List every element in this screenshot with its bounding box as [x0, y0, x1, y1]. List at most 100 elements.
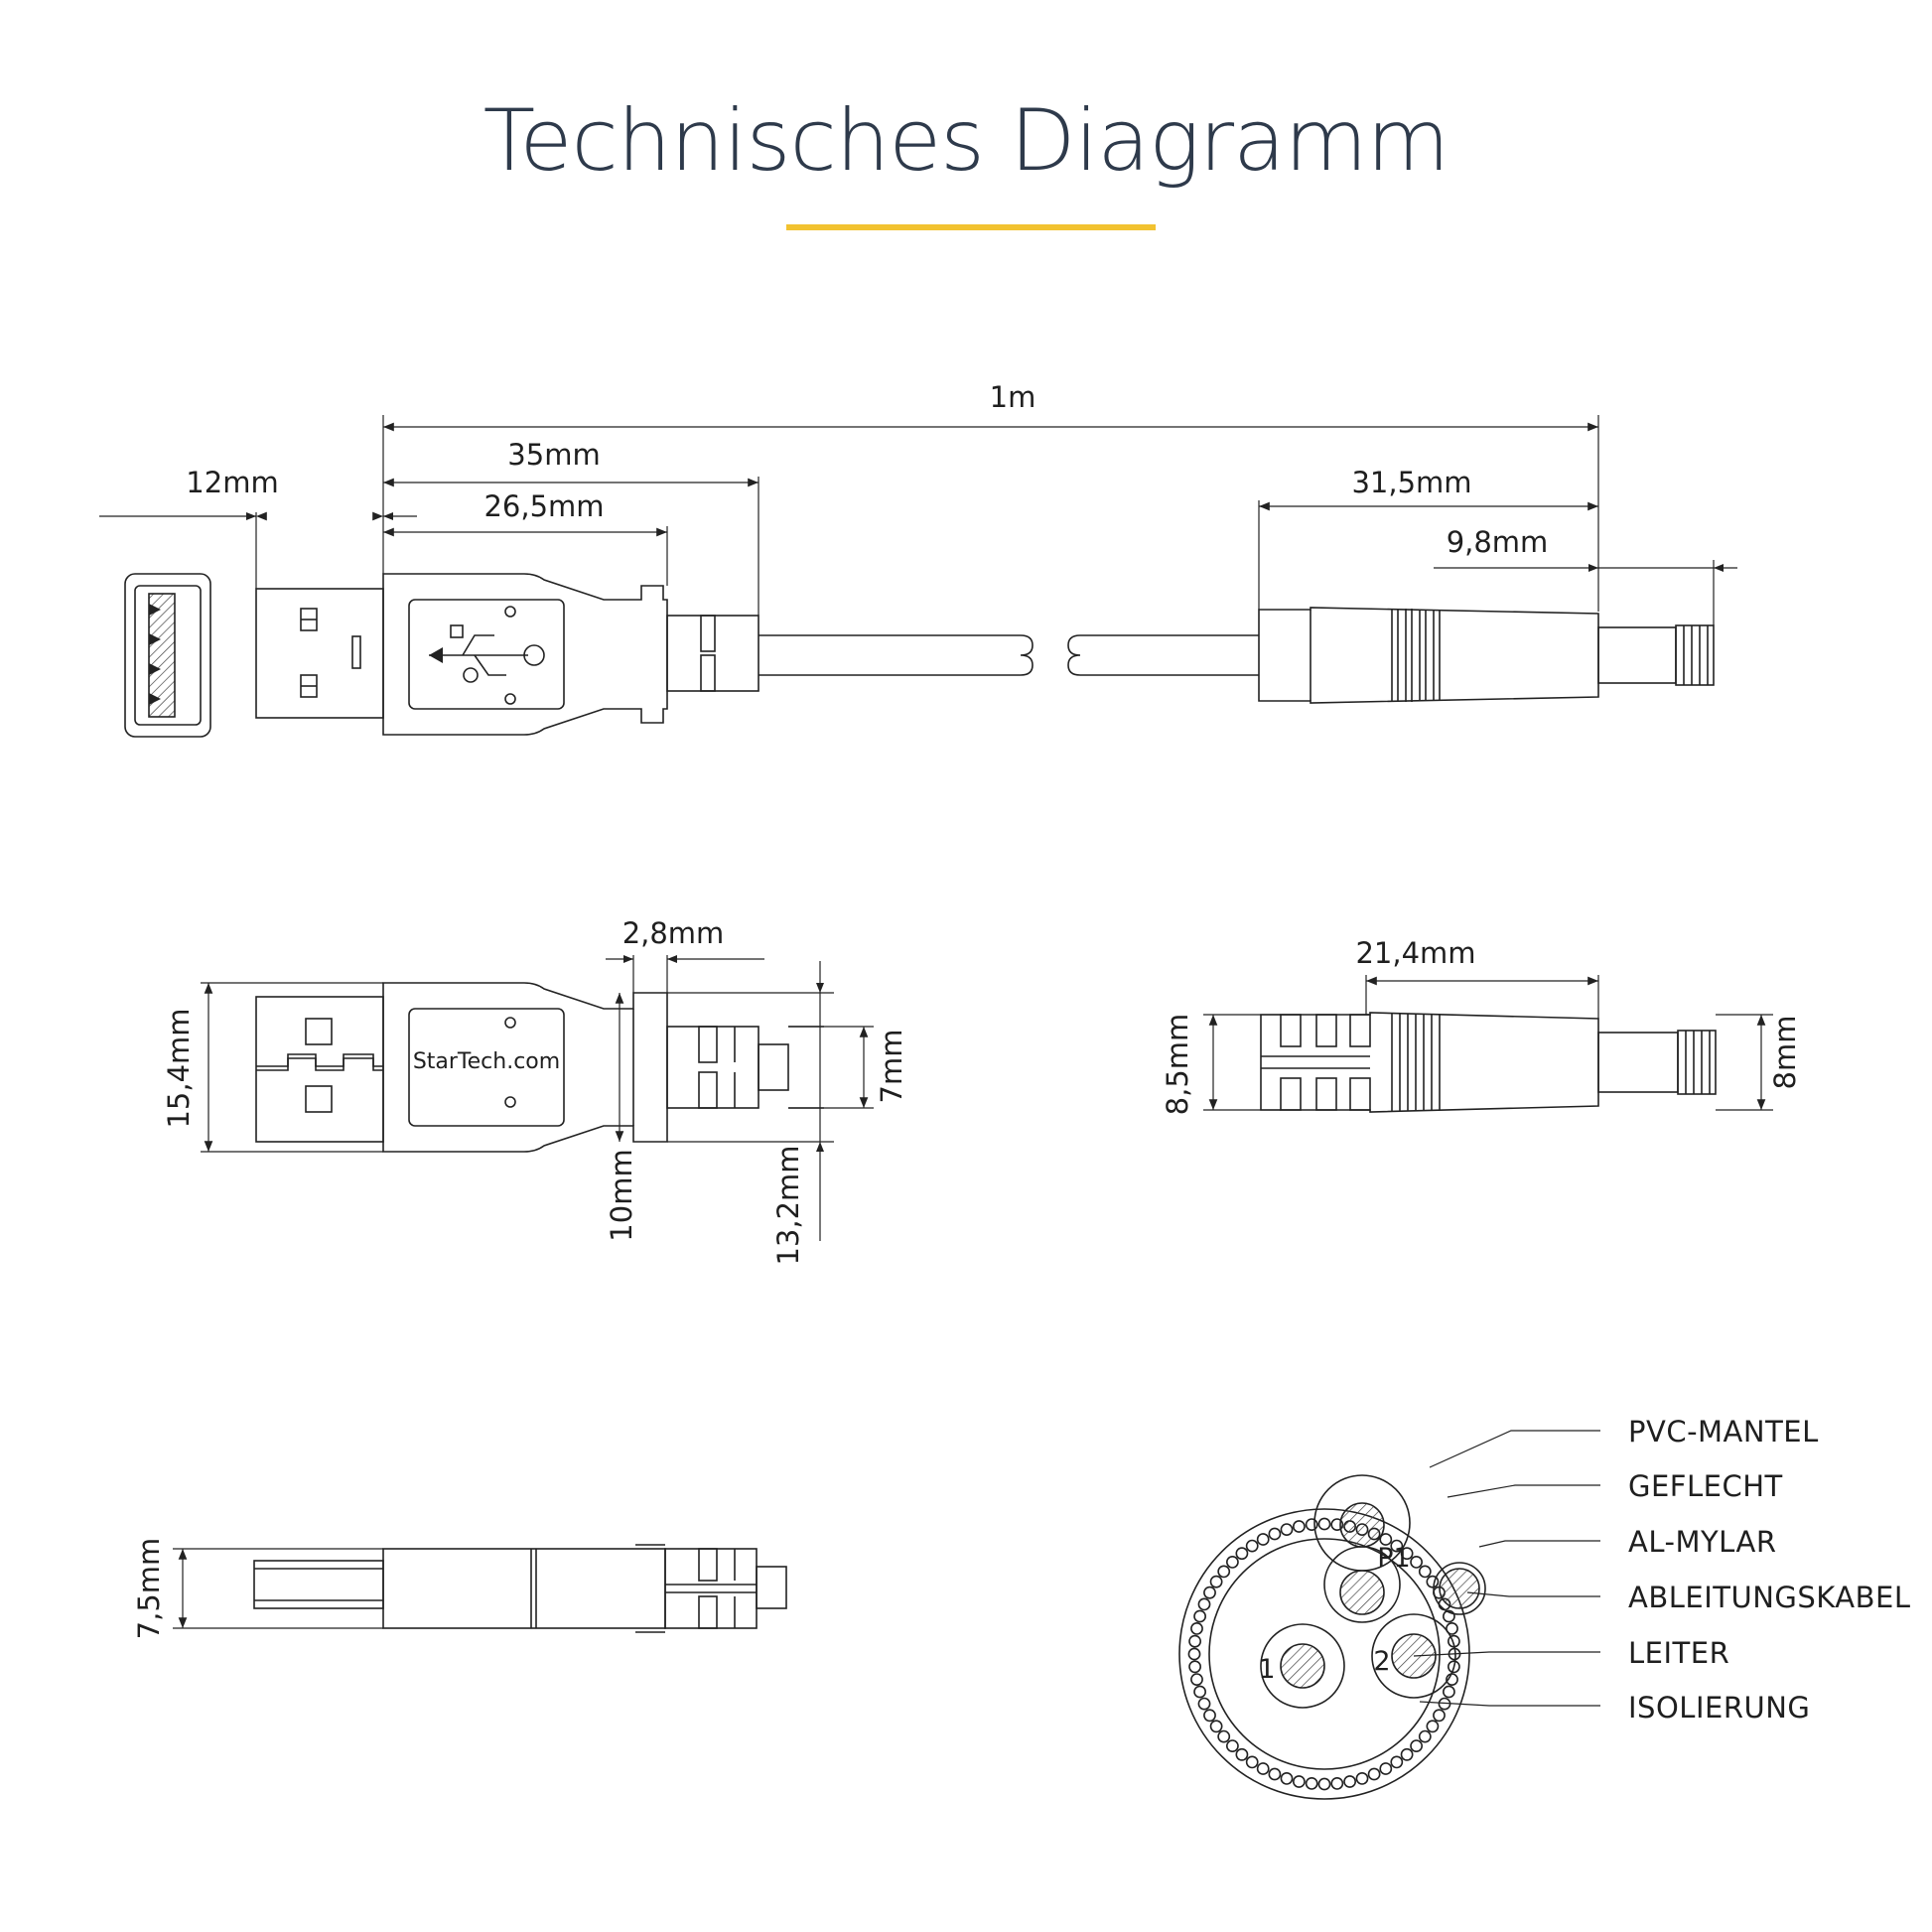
- dim-usb-plug-body: 26,5mm: [483, 489, 604, 523]
- braid-bead: [1235, 1547, 1249, 1561]
- cross-section-leader-lines: [1413, 1430, 1600, 1707]
- braid-bead: [1390, 1539, 1404, 1553]
- braid-bead: [1280, 1772, 1294, 1785]
- dim-dc-body: 31,5mm: [1351, 466, 1471, 499]
- braid-bead: [1188, 1660, 1201, 1674]
- pvc-jacket-outline: [1178, 1508, 1470, 1800]
- cable-cross-section: [1178, 1474, 1486, 1800]
- braid-bead: [1293, 1775, 1306, 1788]
- dim-total-length: 1m: [990, 380, 1036, 414]
- braid-bead: [1217, 1729, 1231, 1743]
- braid-bead: [1280, 1523, 1294, 1536]
- braid-bead: [1410, 1556, 1423, 1569]
- dim-dc-tip: 9,8mm: [1447, 525, 1549, 559]
- braid-bead: [1418, 1565, 1432, 1579]
- top-view-drawing: [124, 573, 1715, 738]
- drawing-labels: 1m 35mm 26,5mm 12mm 31,5mm 9,8mm 2,8mm 2…: [132, 380, 1911, 1725]
- dim-cable-height: 7mm: [875, 1030, 908, 1104]
- braid-bead: [1209, 1720, 1223, 1733]
- dim-usb-height: 15,4mm: [162, 1008, 196, 1128]
- braid-bead: [1426, 1720, 1440, 1733]
- braid-bead: [1235, 1747, 1249, 1761]
- top-view-dimension-lines: [99, 415, 1737, 625]
- dim-dc-tip-height: 8mm: [1768, 1016, 1802, 1090]
- usb-plug-top: [255, 573, 1259, 736]
- braid-bead: [1197, 1597, 1211, 1611]
- brand-logo-text: StarTech.com: [413, 1049, 560, 1074]
- braid-bead: [1330, 1777, 1344, 1790]
- braid-bead: [1355, 1772, 1369, 1785]
- braid-bead: [1390, 1755, 1404, 1769]
- dc-plug-top: [1258, 607, 1715, 704]
- dim-collar-height: 10mm: [605, 1149, 638, 1241]
- braid-bead: [1418, 1729, 1432, 1743]
- label-pvc-jacket: PVC-MANTEL: [1628, 1415, 1819, 1449]
- usb-side-view: [255, 982, 824, 1153]
- braid-bead: [1343, 1775, 1356, 1788]
- braid-bead: [1203, 1586, 1216, 1599]
- dim-usb-plug: 12mm: [186, 466, 278, 499]
- braid-bead: [1305, 1777, 1318, 1790]
- braid-bead: [1443, 1685, 1455, 1699]
- dim-usb-body: 35mm: [507, 438, 600, 472]
- usb-socket-face: [124, 573, 211, 738]
- braid-bead: [1293, 1520, 1306, 1533]
- braid-bead: [1443, 1609, 1455, 1623]
- braid-bead: [1317, 1517, 1331, 1531]
- usb-thickness-dimension-lines: [173, 1548, 383, 1629]
- braid-bead: [1256, 1533, 1270, 1546]
- braid-bead: [1245, 1539, 1259, 1553]
- braid-bead: [1188, 1634, 1201, 1648]
- label-al-mylar: AL-MYLAR: [1628, 1525, 1777, 1559]
- usb-side-dimension-lines: [201, 955, 874, 1241]
- braid-bead: [1410, 1739, 1423, 1752]
- conductor-2-label: 2: [1373, 1646, 1390, 1677]
- usb-trident-icon: [429, 606, 545, 705]
- braid-bead: [1433, 1709, 1446, 1723]
- label-conductor: LEITER: [1628, 1636, 1729, 1670]
- braid-bead: [1426, 1575, 1440, 1588]
- braid-bead: [1245, 1755, 1259, 1769]
- braid-bead: [1226, 1739, 1239, 1752]
- label-braid: GEFLECHT: [1628, 1469, 1783, 1503]
- braid-bead: [1203, 1709, 1216, 1723]
- dim-dc-sleeve-length: 21,4mm: [1355, 936, 1475, 970]
- braid-bead: [1379, 1762, 1393, 1775]
- braid-bead: [1305, 1518, 1318, 1531]
- dim-dc-height: 8,5mm: [1161, 1014, 1194, 1116]
- braid-bead: [1379, 1533, 1393, 1546]
- braid-bead: [1209, 1575, 1223, 1588]
- dim-strain-relief-height: 13,2mm: [771, 1145, 805, 1265]
- dc-plug-side-view: [1260, 1012, 1717, 1113]
- dc-side-dimension-lines: [1203, 975, 1773, 1111]
- braid-bead: [1193, 1685, 1206, 1699]
- braid-bead: [1187, 1647, 1201, 1661]
- page-title: Technisches Diagramm: [483, 91, 1450, 191]
- braid-bead: [1226, 1556, 1239, 1569]
- braid-bead: [1193, 1609, 1206, 1623]
- title-underline: [786, 224, 1156, 230]
- braid-bead: [1197, 1697, 1211, 1711]
- braid-bead: [1367, 1767, 1381, 1781]
- braid-bead: [1317, 1777, 1331, 1791]
- label-insulation: ISOLIERUNG: [1628, 1691, 1810, 1725]
- braid-bead: [1190, 1673, 1203, 1686]
- dim-collar-width: 2,8mm: [622, 916, 725, 950]
- braid-bead: [1256, 1762, 1270, 1775]
- braid-bead: [1217, 1565, 1231, 1579]
- braid-bead: [1446, 1622, 1458, 1635]
- label-drain-wire: ABLEITUNGSKABEL: [1628, 1581, 1911, 1614]
- braid-bead: [1268, 1767, 1282, 1781]
- braid-bead: [1268, 1527, 1282, 1541]
- braid-beads: [1187, 1517, 1461, 1791]
- braid-bead: [1400, 1747, 1414, 1761]
- braid-bead: [1400, 1547, 1414, 1561]
- conductor-1-label: 1: [1258, 1654, 1275, 1685]
- braid-bead: [1448, 1660, 1460, 1674]
- braid-bead: [1190, 1622, 1203, 1635]
- pair-label: P1: [1377, 1543, 1410, 1574]
- dim-usb-thickness: 7,5mm: [132, 1538, 166, 1640]
- usb-thickness-view: [253, 1544, 787, 1633]
